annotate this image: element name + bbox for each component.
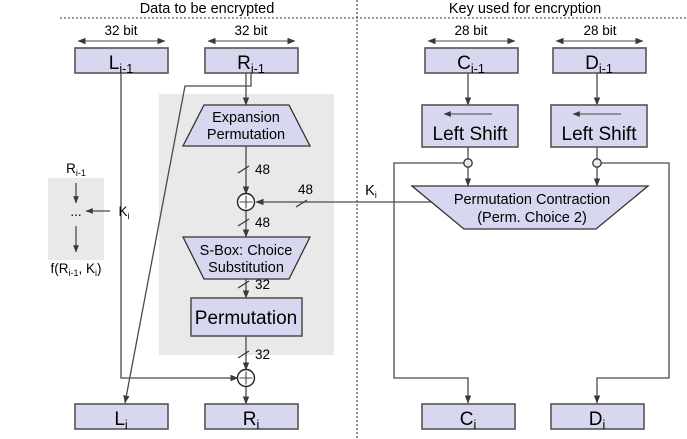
c-next-sub: i <box>473 418 476 432</box>
legend-key-base: K <box>119 204 128 219</box>
width-label-expansion-out: 48 <box>255 162 270 177</box>
tick-sbox-out <box>237 280 250 289</box>
block-left-shift-c: Left Shift <box>421 104 519 148</box>
permutation-label: Permutation <box>195 308 297 329</box>
bit-label-left-key: 28 bit <box>454 23 487 38</box>
r-prev-base: R <box>237 53 251 74</box>
legend-f-function: Ri-1 ... Ki f(Ri-1, Ki) <box>51 161 130 278</box>
l-next-base: L <box>114 409 125 430</box>
c-prev-sub: i-1 <box>471 62 485 76</box>
bit-label-right-key: 28 bit <box>583 23 616 38</box>
l-prev-base: L <box>109 53 120 74</box>
block-c-prev-label: Ci-1 <box>457 53 485 76</box>
contraction-line1: Permutation Contraction <box>454 192 610 208</box>
block-d-prev: Di-1 <box>552 47 647 76</box>
tick-subkey-in <box>295 199 308 208</box>
contraction-line2: (Perm. Choice 2) <box>477 210 587 226</box>
block-l-prev: Li-1 <box>74 47 169 76</box>
block-d-prev-label: Di-1 <box>585 53 613 76</box>
block-c-prev: Ci-1 <box>424 47 519 76</box>
legend-out-suffix: ) <box>97 261 102 276</box>
width-label-xor-out: 48 <box>255 215 270 230</box>
block-expansion-permutation: Expansion Permutation <box>181 104 312 147</box>
block-r-prev: Ri-1 <box>204 47 299 76</box>
r-prev-sub: i-1 <box>251 62 265 76</box>
sbox-line2: Substitution <box>208 260 284 276</box>
junction-c-branch <box>463 158 473 168</box>
xor-key-mix <box>236 192 256 212</box>
block-r-next: Ri <box>204 403 299 432</box>
d-prev-base: D <box>585 53 599 74</box>
header-left-title: Data to be encrypted <box>140 1 275 17</box>
wire-l-prev-to-xor <box>120 73 239 382</box>
legend-key-label: Ki <box>119 204 130 221</box>
legend-out-sub2: i <box>95 268 97 278</box>
l-next-sub: i <box>125 418 128 432</box>
block-r-prev-label: Ri-1 <box>237 53 265 76</box>
block-permutation-contraction: Permutation Contraction (Perm. Choice 2) <box>410 185 650 230</box>
block-sbox: S-Box: Choice Substitution <box>181 236 312 280</box>
block-permutation: Permutation <box>190 297 303 337</box>
block-d-next-label: Di <box>589 409 606 432</box>
left-shift-d-label: Left Shift <box>562 124 638 145</box>
width-label-sbox-out: 32 <box>255 277 270 292</box>
legend-input-base: R <box>66 161 76 176</box>
block-left-shift-d: Left Shift <box>550 104 648 148</box>
block-l-prev-label: Li-1 <box>109 53 134 76</box>
expansion-line2: Permutation <box>207 127 285 143</box>
legend-input-sub: i-1 <box>76 168 86 178</box>
legend-dots: ... <box>70 204 81 219</box>
c-next-base: C <box>460 409 474 430</box>
block-l-next: Li <box>74 403 169 432</box>
bit-width-arrow-right-key: 28 bit <box>555 23 644 45</box>
wire-c-feedback-to-c-next <box>393 162 472 404</box>
d-next-base: D <box>589 409 603 430</box>
legend-input-label: Ri-1 <box>66 161 86 178</box>
legend-out-mid: , K <box>78 261 95 276</box>
block-r-next-label: Ri <box>243 409 260 432</box>
subkey-base: K <box>365 183 375 199</box>
subkey-sub: i <box>375 190 377 201</box>
bit-width-arrow-left-data: 32 bit <box>77 23 166 45</box>
width-label-permutation-out: 32 <box>255 347 270 362</box>
l-prev-sub: i-1 <box>119 62 133 76</box>
tick-expansion-out <box>237 165 250 174</box>
c-prev-base: C <box>457 53 471 74</box>
r-next-sub: i <box>256 418 259 432</box>
bit-width-arrow-right-data: 32 bit <box>207 23 296 45</box>
d-prev-sub: i-1 <box>599 62 613 76</box>
wire-d-feedback-to-d-next <box>593 162 670 404</box>
legend-key-sub: i <box>128 211 130 221</box>
bit-label-left-data: 32 bit <box>104 23 137 38</box>
header-right-title: Key used for encryption <box>449 1 601 17</box>
tick-permutation-out <box>237 350 250 359</box>
block-c-next-label: Ci <box>460 409 477 432</box>
bit-width-arrow-left-key: 28 bit <box>427 23 516 45</box>
block-l-next-label: Li <box>114 409 127 432</box>
r-next-base: R <box>243 409 257 430</box>
wire-r-prev-to-l-next <box>123 73 252 404</box>
legend-out-prefix: f(R <box>51 261 69 276</box>
subkey-label: Ki <box>365 183 377 201</box>
legend-output-label: f(Ri-1, Ki) <box>51 261 102 278</box>
junction-d-branch <box>592 158 602 168</box>
bit-label-right-data: 32 bit <box>234 23 267 38</box>
expansion-line1: Expansion <box>212 110 280 126</box>
block-d-next: Di <box>550 403 645 432</box>
left-shift-c-label: Left Shift <box>433 124 509 145</box>
xor-feistel <box>236 368 256 388</box>
block-c-next: Ci <box>421 403 516 432</box>
sbox-line1: S-Box: Choice <box>200 243 293 259</box>
legend-out-sub1: i-1 <box>69 268 79 278</box>
width-label-subkey: 48 <box>298 182 313 197</box>
tick-xor-out <box>237 218 250 227</box>
d-next-sub: i <box>602 418 605 432</box>
